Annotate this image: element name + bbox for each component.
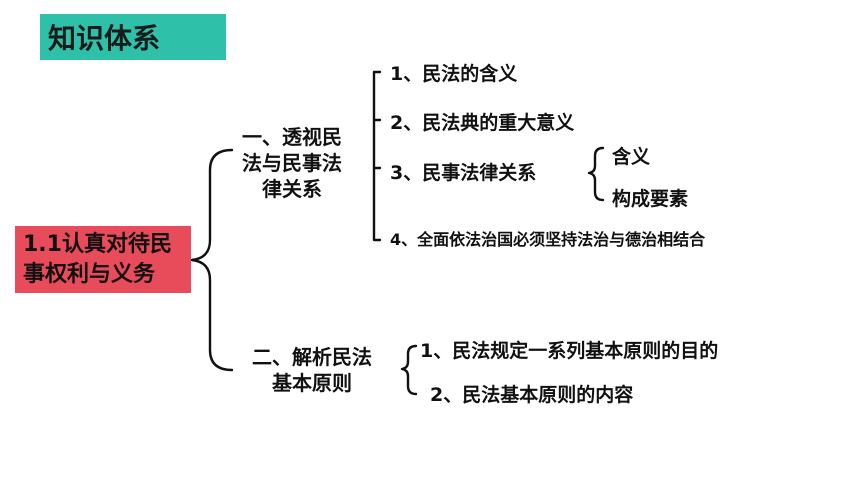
subitem-elements: 构成要素: [612, 188, 689, 210]
sub-brace: [587, 146, 605, 202]
branch1-item-3: 3、民事法律关系: [390, 162, 537, 184]
subitem-meaning: 含义: [612, 146, 651, 168]
branch2-line-2: 基本原则: [272, 371, 352, 395]
branch2-node: 二、解析民法 基本原则: [232, 344, 392, 396]
main-brace: [190, 148, 234, 372]
branch1-item-2: 2、民法典的重大意义: [390, 112, 575, 134]
root-line-2: 事权利与义务: [23, 261, 156, 287]
root-node: 1.1认真对待民 事权利与义务: [15, 226, 191, 293]
branch1-node: 一、透视民 法与民事法 律关系: [226, 124, 358, 202]
branch1-item-4: 4、全面依法治国必须坚持法治与德治相结合: [390, 230, 706, 249]
branch2-item-2: 2、民法基本原则的内容: [430, 384, 634, 406]
branch2-item-1: 1、民法规定一系列基本原则的目的: [420, 340, 719, 362]
branch1-line-1: 一、透视民: [242, 125, 342, 149]
section-title: 知识体系: [40, 14, 226, 60]
root-line-1: 1.1认真对待民: [23, 231, 172, 257]
branch1-brace: [372, 70, 382, 242]
branch1-line-3: 律关系: [262, 177, 322, 201]
branch2-brace: [400, 344, 418, 396]
branch2-line-1: 二、解析民法: [252, 345, 372, 369]
branch1-line-2: 法与民事法: [242, 151, 342, 175]
branch1-item-1: 1、民法的含义: [390, 63, 518, 85]
